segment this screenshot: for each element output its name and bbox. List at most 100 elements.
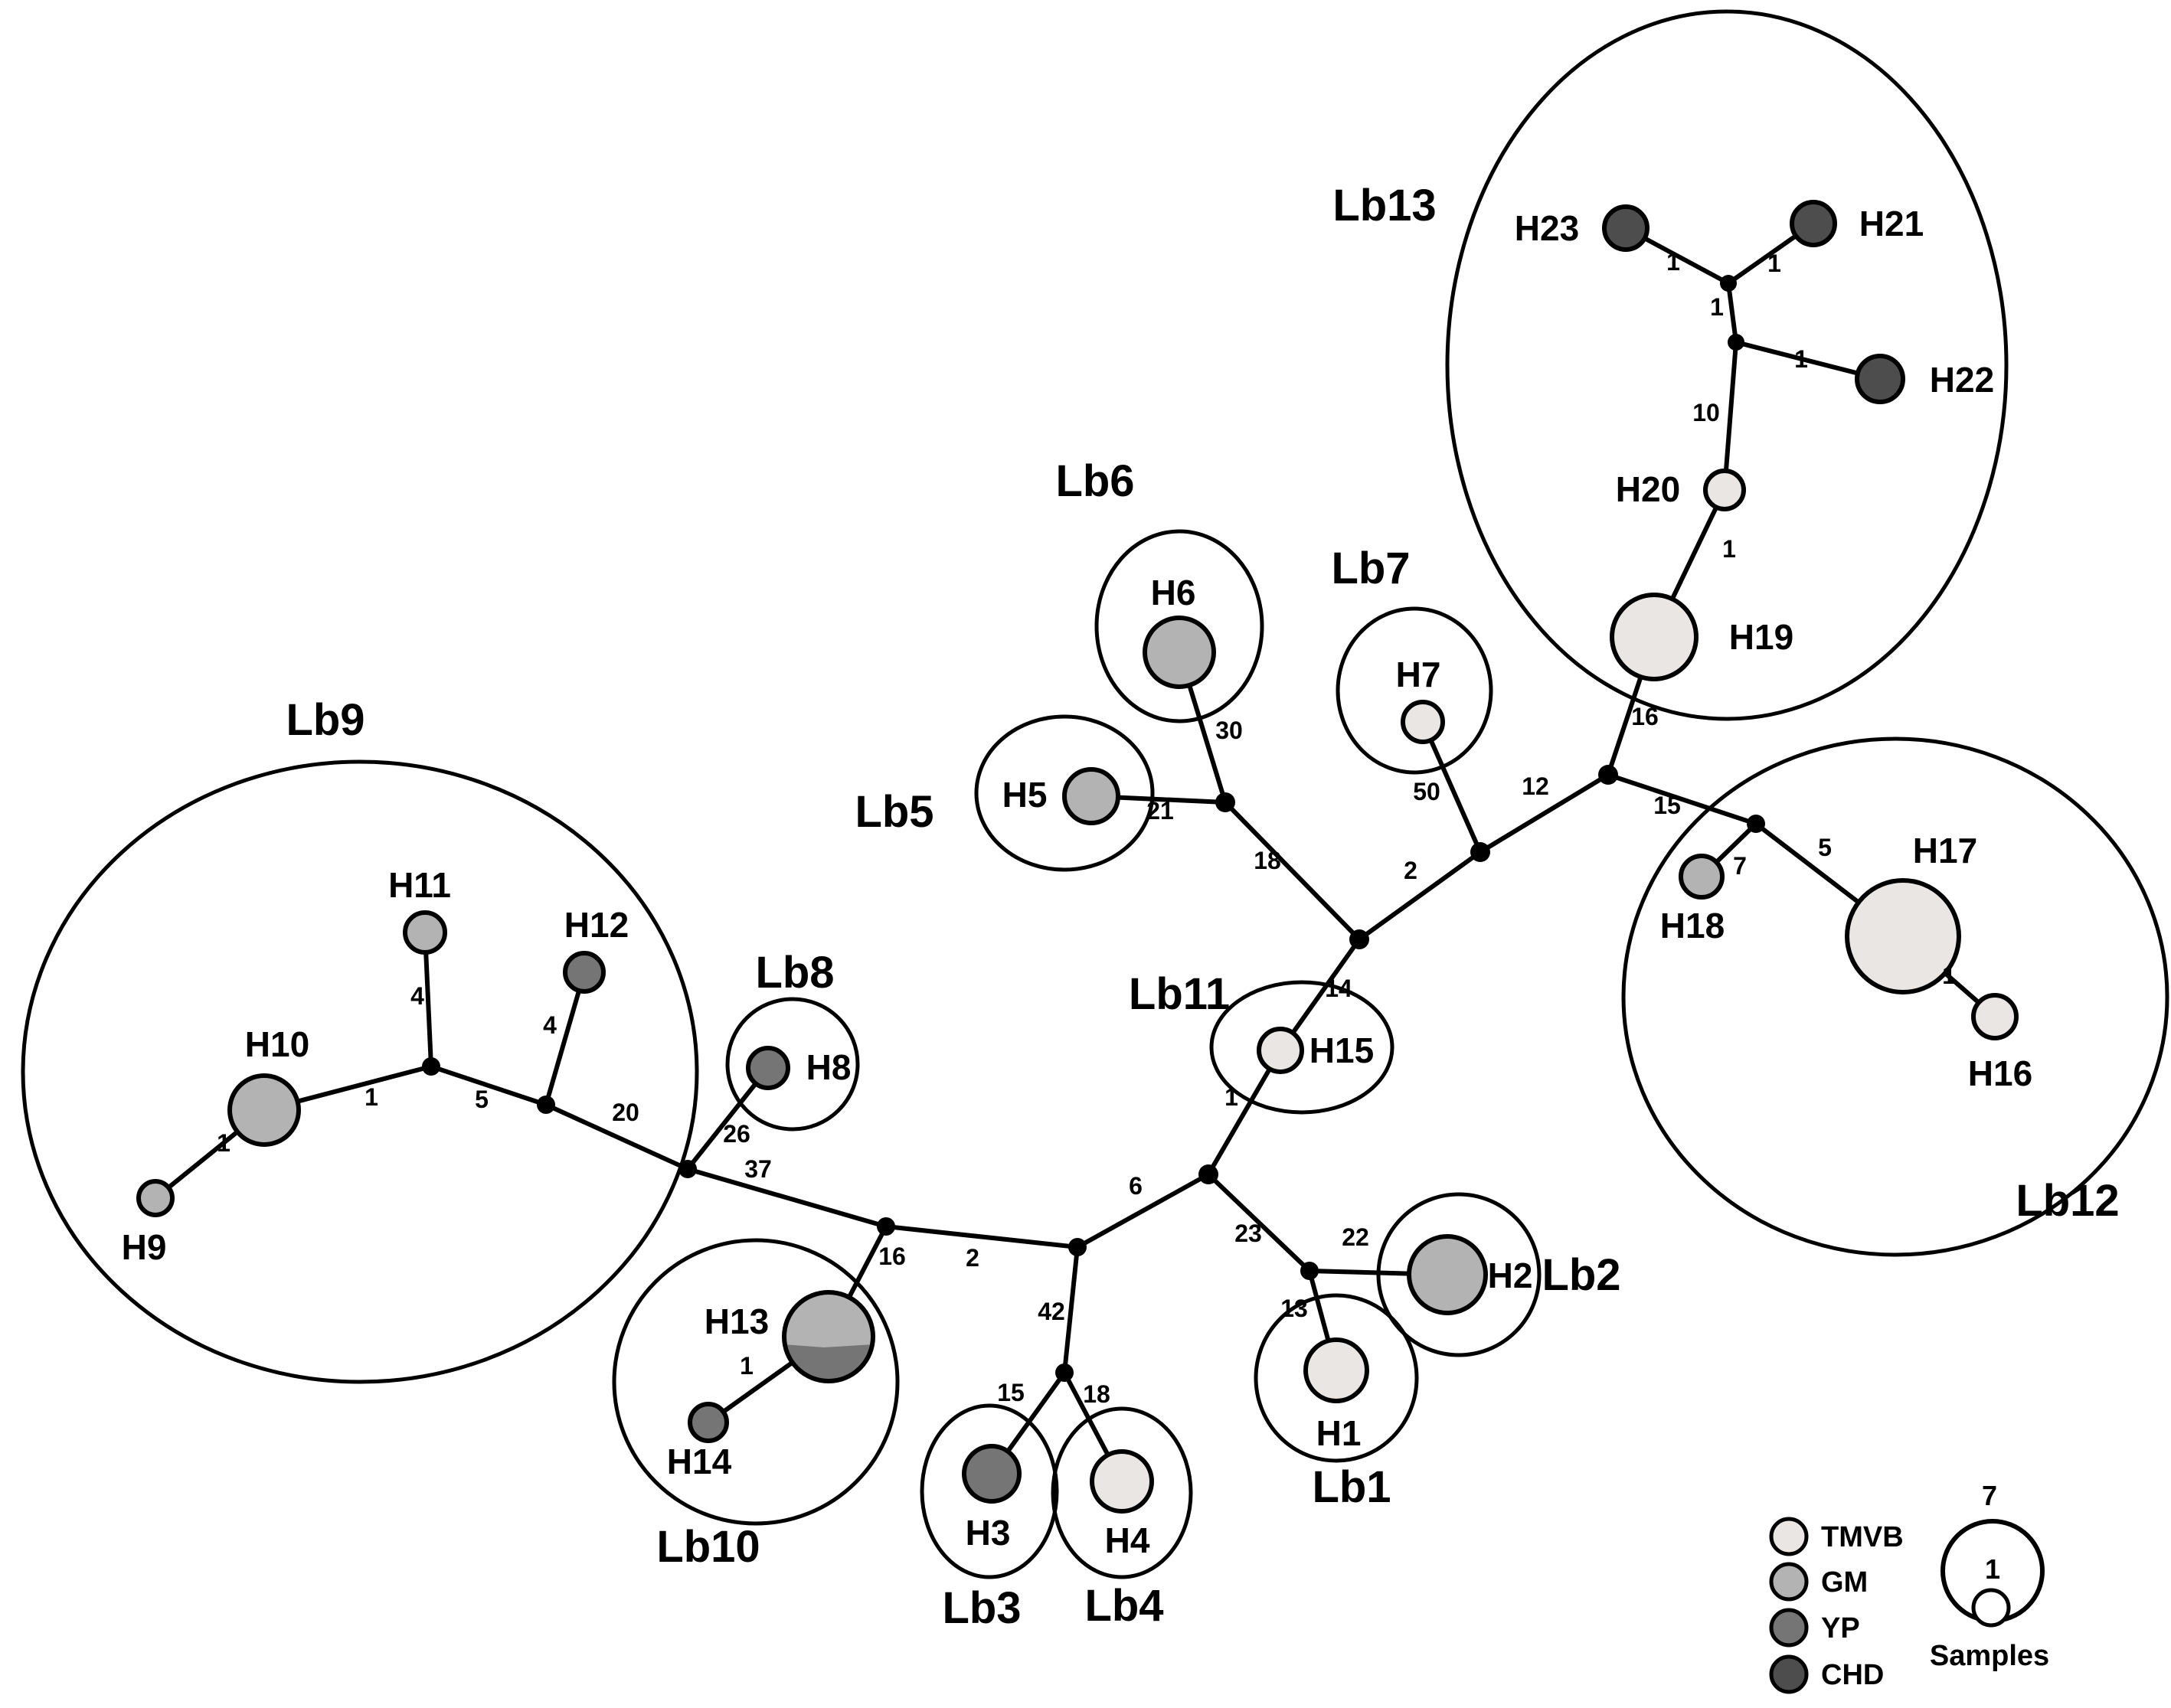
haplotype-label-H4: H4 — [1105, 1520, 1150, 1560]
edge-label-B-A: 37 — [744, 1155, 772, 1183]
lineage-ellipse-Lb10 — [612, 1238, 900, 1526]
edge-label-C-B: 2 — [966, 1244, 979, 1272]
edge-label-C-F: 42 — [1038, 1298, 1065, 1325]
edge-label-J3-H17: 5 — [1818, 834, 1832, 861]
haplotype-H14 — [688, 1402, 729, 1443]
median-vector-F — [1055, 1363, 1074, 1382]
lineage-label-Lb2: Lb2 — [1542, 1250, 1620, 1300]
edge-J4-T — [1223, 800, 1362, 942]
edge-label-J4-T: 18 — [1254, 847, 1281, 874]
edge-label-m2-H20: 10 — [1692, 399, 1720, 426]
haplotype-H11 — [403, 910, 447, 955]
haplotype-label-H14: H14 — [667, 1442, 732, 1481]
edge-J2-T — [1358, 850, 1482, 942]
legend-swatch-YP — [1769, 1608, 1809, 1648]
haplotype-nodes — [136, 200, 2019, 1514]
haplotype-H4 — [1090, 1449, 1154, 1514]
haplotype-H8 — [746, 1046, 790, 1090]
haplotype-label-H2: H2 — [1488, 1256, 1533, 1295]
lineage-label-Lb4: Lb4 — [1084, 1581, 1163, 1631]
legend-label-YP: YP — [1821, 1612, 1860, 1644]
edge-label-H15-D: 1 — [1224, 1083, 1238, 1111]
median-vector-A — [678, 1160, 697, 1178]
haplotype-label-H15: H15 — [1309, 1030, 1374, 1070]
haplotype-H3 — [962, 1444, 1022, 1504]
edge-label-J1-J2: 12 — [1522, 772, 1549, 800]
edge-D-C — [1076, 1172, 1210, 1249]
edge-label-J3-H18: 7 — [1733, 852, 1747, 880]
edge-label-J4-H6: 30 — [1215, 717, 1243, 744]
edge-label-D-E: 23 — [1234, 1220, 1262, 1247]
haplotype-label-H5: H5 — [1002, 775, 1048, 815]
legend-samples-min-count: 1 — [1985, 1553, 2000, 1585]
edge-G-H12 — [544, 972, 587, 1105]
lineage-ellipse-Lb11 — [1209, 980, 1394, 1115]
haplotype-H23 — [1602, 204, 1650, 252]
edge-label-G-H12: 4 — [543, 1011, 557, 1039]
haplotype-H13 — [782, 1290, 875, 1383]
edge-D-E — [1206, 1172, 1312, 1273]
legend-samples-small-circle — [1971, 1588, 2011, 1628]
haplotype-label-H18: H18 — [1660, 906, 1725, 945]
edge-label-E-H1: 13 — [1280, 1295, 1308, 1322]
haplotype-H21 — [1790, 200, 1837, 247]
edge-label-H17-H16: 1 — [1942, 962, 1956, 989]
median-vector-J1 — [1598, 765, 1618, 785]
haplotype-label-H12: H12 — [564, 905, 629, 945]
edge-A-G — [544, 1102, 689, 1171]
lineage-ellipse-Lb8 — [725, 997, 860, 1132]
haplotype-H9 — [136, 1179, 175, 1217]
haplotype-H18 — [1679, 854, 1725, 900]
edge-label-G-M: 5 — [475, 1086, 489, 1113]
median-vector-E — [1300, 1262, 1319, 1280]
lineage-label-Lb8: Lb8 — [755, 948, 834, 998]
haplotype-label-H1: H1 — [1316, 1413, 1362, 1453]
lineage-label-Lb1: Lb1 — [1312, 1462, 1391, 1512]
haplotype-H7 — [1401, 700, 1445, 744]
legend-label-TMVB: TMVB — [1821, 1521, 1904, 1553]
haplotype-label-H6: H6 — [1151, 573, 1196, 612]
haplotype-H16 — [1971, 993, 2019, 1040]
haplotype-label-H22: H22 — [1930, 360, 1994, 400]
lineage-ellipses — [21, 9, 2169, 1579]
median-vector-m1 — [1720, 275, 1737, 292]
haplotype-label-H19: H19 — [1729, 617, 1793, 657]
haplotype-H10 — [227, 1073, 301, 1147]
edge-C-F — [1062, 1246, 1080, 1373]
haplotype-H2 — [1407, 1234, 1488, 1315]
lineage-label-Lb7: Lb7 — [1331, 544, 1410, 593]
median-vector-B — [877, 1217, 895, 1236]
median-vector-J2 — [1470, 842, 1490, 862]
median-vector-J3 — [1747, 815, 1765, 833]
edge-label-H21-m1: 1 — [1767, 250, 1781, 277]
lineage-label-Lb9: Lb9 — [286, 695, 365, 745]
haplotype-label-H3: H3 — [966, 1513, 1011, 1553]
haplotype-label-H16: H16 — [1968, 1053, 2032, 1093]
edge-J1-J2 — [1479, 772, 1610, 854]
edge-label-F-H4: 18 — [1083, 1380, 1110, 1408]
edge-m1-m2 — [1726, 282, 1738, 343]
lineage-label-Lb11: Lb11 — [1129, 969, 1230, 1019]
haplotype-label-H7: H7 — [1396, 655, 1441, 694]
edge-label-m2-H22: 1 — [1794, 345, 1808, 373]
haplotype-label-H17: H17 — [1913, 831, 1977, 870]
lineage-label-Lb3: Lb3 — [942, 1583, 1021, 1633]
edge-B-A — [687, 1167, 887, 1229]
edge-label-H19-J1: 16 — [1631, 703, 1659, 730]
edge-G-M — [430, 1064, 547, 1107]
haplotype-H1 — [1303, 1337, 1369, 1403]
haplotype-label-H9: H9 — [122, 1227, 167, 1267]
median-vector-D — [1198, 1164, 1218, 1184]
edge-label-F-H3: 15 — [997, 1379, 1025, 1406]
edge-m2-H20 — [1722, 341, 1738, 491]
median-vector-m2 — [1728, 334, 1744, 351]
median-vector-T — [1349, 929, 1369, 949]
edge-label-T-H15: 14 — [1325, 975, 1352, 1002]
edge-label-A-H8: 26 — [723, 1120, 750, 1148]
mutation-edges — [154, 221, 1996, 1483]
lineage-ellipse-Lb3 — [920, 1403, 1059, 1579]
haplotype-H6 — [1143, 616, 1216, 689]
